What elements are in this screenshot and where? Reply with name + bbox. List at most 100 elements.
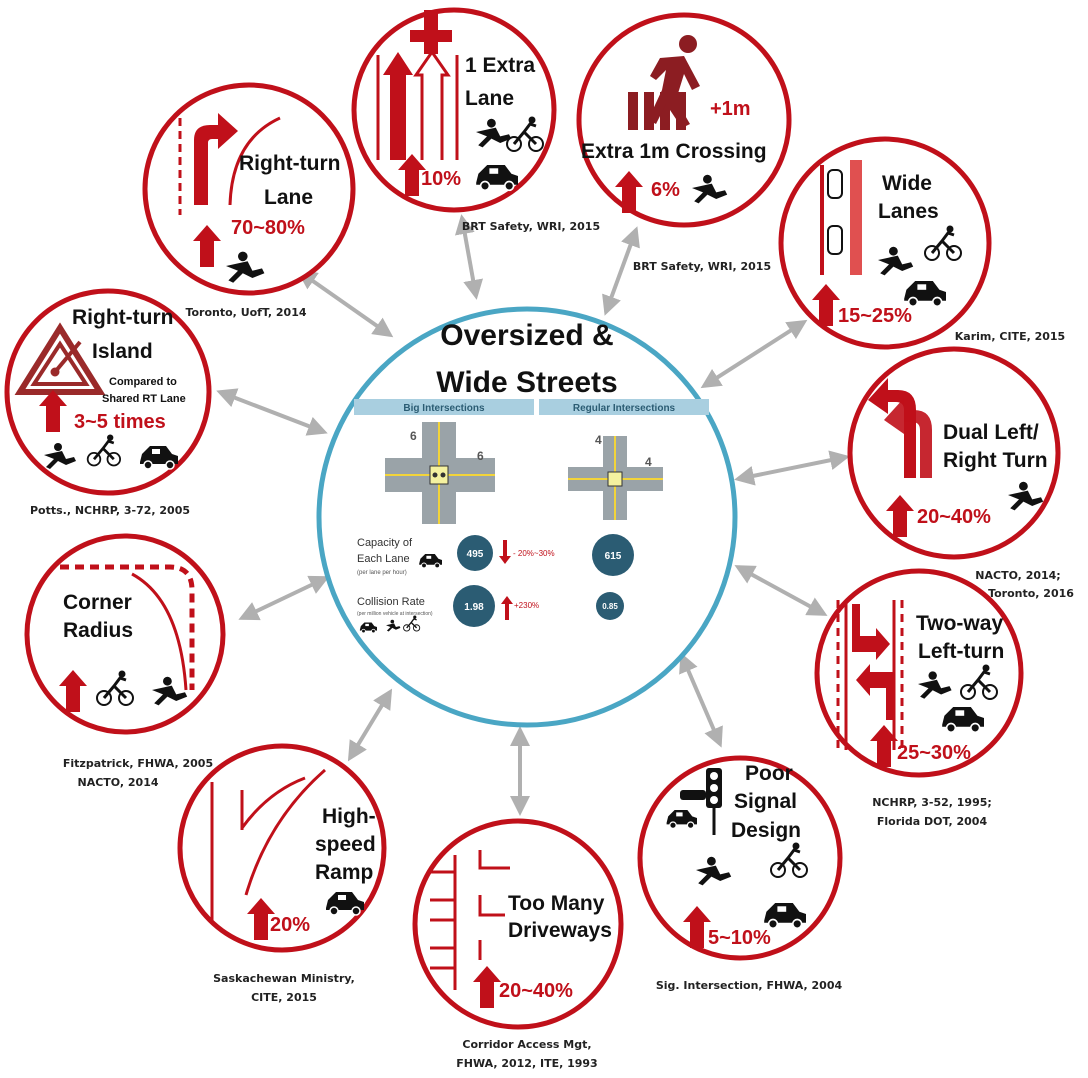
- node-driveways: Too Many Driveways 20~40%: [412, 818, 624, 1030]
- node-dual-turn: Dual Left/ Right Turn 20~40%: [847, 346, 1061, 560]
- tab-big-bg: [354, 399, 534, 415]
- decrease-arrow-icon: [499, 540, 511, 564]
- node-extra-lane: 1 Extra Lane 10%: [351, 7, 557, 213]
- right-turn-arrow-icon: [194, 113, 238, 205]
- extra-lane-line2: Lane: [465, 87, 514, 110]
- driveways-stat: 20~40%: [499, 980, 573, 1002]
- extra-lane-cite: BRT Safety, WRI, 2015: [462, 220, 600, 233]
- arrow-ramp-icon: [347, 688, 393, 762]
- reg-lanes-b: 4: [645, 455, 652, 469]
- node-rt-island: Right-turn Island Compared to Shared RT …: [4, 288, 212, 496]
- capacity-label-1: Capacity of: [357, 537, 413, 549]
- extra-lane-line1: 1 Extra: [465, 54, 535, 77]
- arrow-dual-turn-icon: [734, 450, 850, 486]
- arrow-corner-radius-icon: [238, 575, 330, 621]
- capacity-regular-bubble: [592, 534, 634, 576]
- rt-lane-line2: Lane: [264, 186, 313, 209]
- rt-lane-cite: Toronto, UofT, 2014: [185, 306, 306, 319]
- ramp-map-icon: [210, 768, 326, 920]
- island-triangle-icon: [14, 322, 106, 395]
- node-wide-lanes: Wide Lanes 15~25%: [778, 136, 992, 350]
- big-lanes-b: 6: [477, 449, 484, 463]
- dual-turn-line1: Dual Left/: [943, 421, 1039, 444]
- capacity-label-2: Each Lane: [357, 553, 410, 565]
- collision-big-value: 1.98: [464, 602, 484, 613]
- ramp-line2: speed: [315, 833, 376, 856]
- ramp-line3: Ramp: [315, 861, 373, 884]
- driveways-line2: Driveways: [508, 919, 612, 942]
- ramp-cite-1: Saskachewan Ministry,: [213, 972, 355, 985]
- corner-cite-1: Fitzpatrick, FHWA, 2005: [63, 757, 213, 770]
- collision-big-bubble: [453, 585, 495, 627]
- island-line3: Compared to: [109, 376, 177, 388]
- connector-arrows: [216, 214, 850, 816]
- dual-turn-cite-1: NACTO, 2014;: [975, 569, 1060, 582]
- arrow-signal-design-icon: [679, 652, 723, 748]
- arrow-two-way-left-icon: [734, 565, 828, 616]
- car-top-icon: [827, 169, 843, 199]
- island-line1: Right-turn: [72, 306, 173, 329]
- big-intersection-graphic: 6 6: [385, 422, 495, 524]
- regular-intersection-graphic: 4 4: [568, 433, 663, 520]
- corner-curve: [131, 572, 188, 691]
- tab-regular-bg: [539, 399, 709, 415]
- wide-lanes-stat: 15~25%: [838, 305, 912, 327]
- left-turn-arrow-icon: [884, 398, 932, 478]
- wide-lanes-cite: Karim, CITE, 2015: [955, 330, 1065, 343]
- extra-lane-arrow-icon: [413, 49, 451, 160]
- driveways-cite-2: FHWA, 2012, ITE, 1993: [456, 1057, 597, 1070]
- corner-line2: Radius: [63, 619, 133, 642]
- plus-icon: [410, 10, 452, 54]
- island-line2: Island: [92, 340, 153, 363]
- crossing-walker-icon: [628, 35, 700, 130]
- tab-regular-label: Regular Intersections: [573, 403, 676, 414]
- arrow-rt-island-icon: [216, 388, 328, 436]
- signal-line2: Signal: [734, 790, 797, 813]
- crossing-cite: BRT Safety, WRI, 2015: [633, 260, 771, 273]
- capacity-regular-value: 615: [605, 551, 622, 562]
- arrow-extra-lane-icon: [454, 214, 484, 300]
- crossing-label: Extra 1m Crossing: [581, 140, 767, 163]
- turn-arrow-down-icon: [852, 604, 890, 660]
- center-title-1: Oversized &: [440, 319, 613, 352]
- dual-turn-line2: Right Turn: [943, 449, 1048, 472]
- node-corner-radius: Corner Radius: [24, 533, 226, 735]
- island-stat: 3~5 times: [74, 411, 166, 433]
- node-ramp: High- speed Ramp 20%: [177, 743, 387, 953]
- ramp-stat: 20%: [270, 914, 310, 936]
- wide-lanes-line1: Wide: [882, 172, 932, 195]
- capacity-big-value: 495: [467, 549, 484, 560]
- dual-turn-stat: 20~40%: [917, 506, 991, 528]
- rt-lane-stat: 70~80%: [231, 217, 305, 239]
- reg-lanes-a: 4: [595, 433, 602, 447]
- signal-stat: 5~10%: [708, 927, 771, 949]
- two-way-cite-2: Florida DOT, 2004: [877, 815, 988, 828]
- signal-cite: Sig. Intersection, FHWA, 2004: [656, 979, 843, 992]
- corner-dashed-curve: [60, 564, 195, 690]
- node-two-way-left: Two-way Left-turn 25~30%: [814, 568, 1024, 778]
- crossing-plus-label: +1m: [710, 98, 751, 120]
- crossing-stat: 6%: [651, 179, 680, 201]
- wide-lanes-line2: Lanes: [878, 200, 939, 223]
- driveway-map-icon: [430, 850, 510, 990]
- extra-lane-stat: 10%: [421, 168, 461, 190]
- corner-line1: Corner: [63, 591, 132, 614]
- two-way-stat: 25~30%: [897, 742, 971, 764]
- dual-turn-cite-2: Toronto, 2016: [988, 587, 1074, 600]
- island-cite: Potts., NCHRP, 3-72, 2005: [30, 504, 190, 517]
- arrow-wide-lanes-icon: [700, 319, 808, 389]
- driveways-cite-1: Corridor Access Mgt,: [462, 1038, 591, 1051]
- signal-line1: Poor: [745, 762, 793, 785]
- capacity-sub: (per lane per hour): [357, 570, 407, 576]
- node-signal-design: Poor Signal Design 5~10%: [637, 755, 843, 961]
- increase-arrow-icon: [501, 596, 513, 620]
- node-extra-crossing: +1m Extra 1m Crossing 6%: [576, 12, 792, 228]
- car-top-icon: [827, 225, 843, 255]
- center-panel: Oversized & Wide Streets Big Intersectio…: [316, 306, 738, 728]
- node-rt-lane: Right-turn Lane 70~80%: [142, 82, 356, 296]
- big-lanes-a: 6: [410, 429, 417, 443]
- tab-big-label: Big Intersections: [403, 403, 485, 414]
- two-way-line1: Two-way: [916, 612, 1003, 635]
- arrow-rt-lane-icon: [296, 269, 394, 338]
- ramp-cite-2: CITE, 2015: [251, 991, 317, 1004]
